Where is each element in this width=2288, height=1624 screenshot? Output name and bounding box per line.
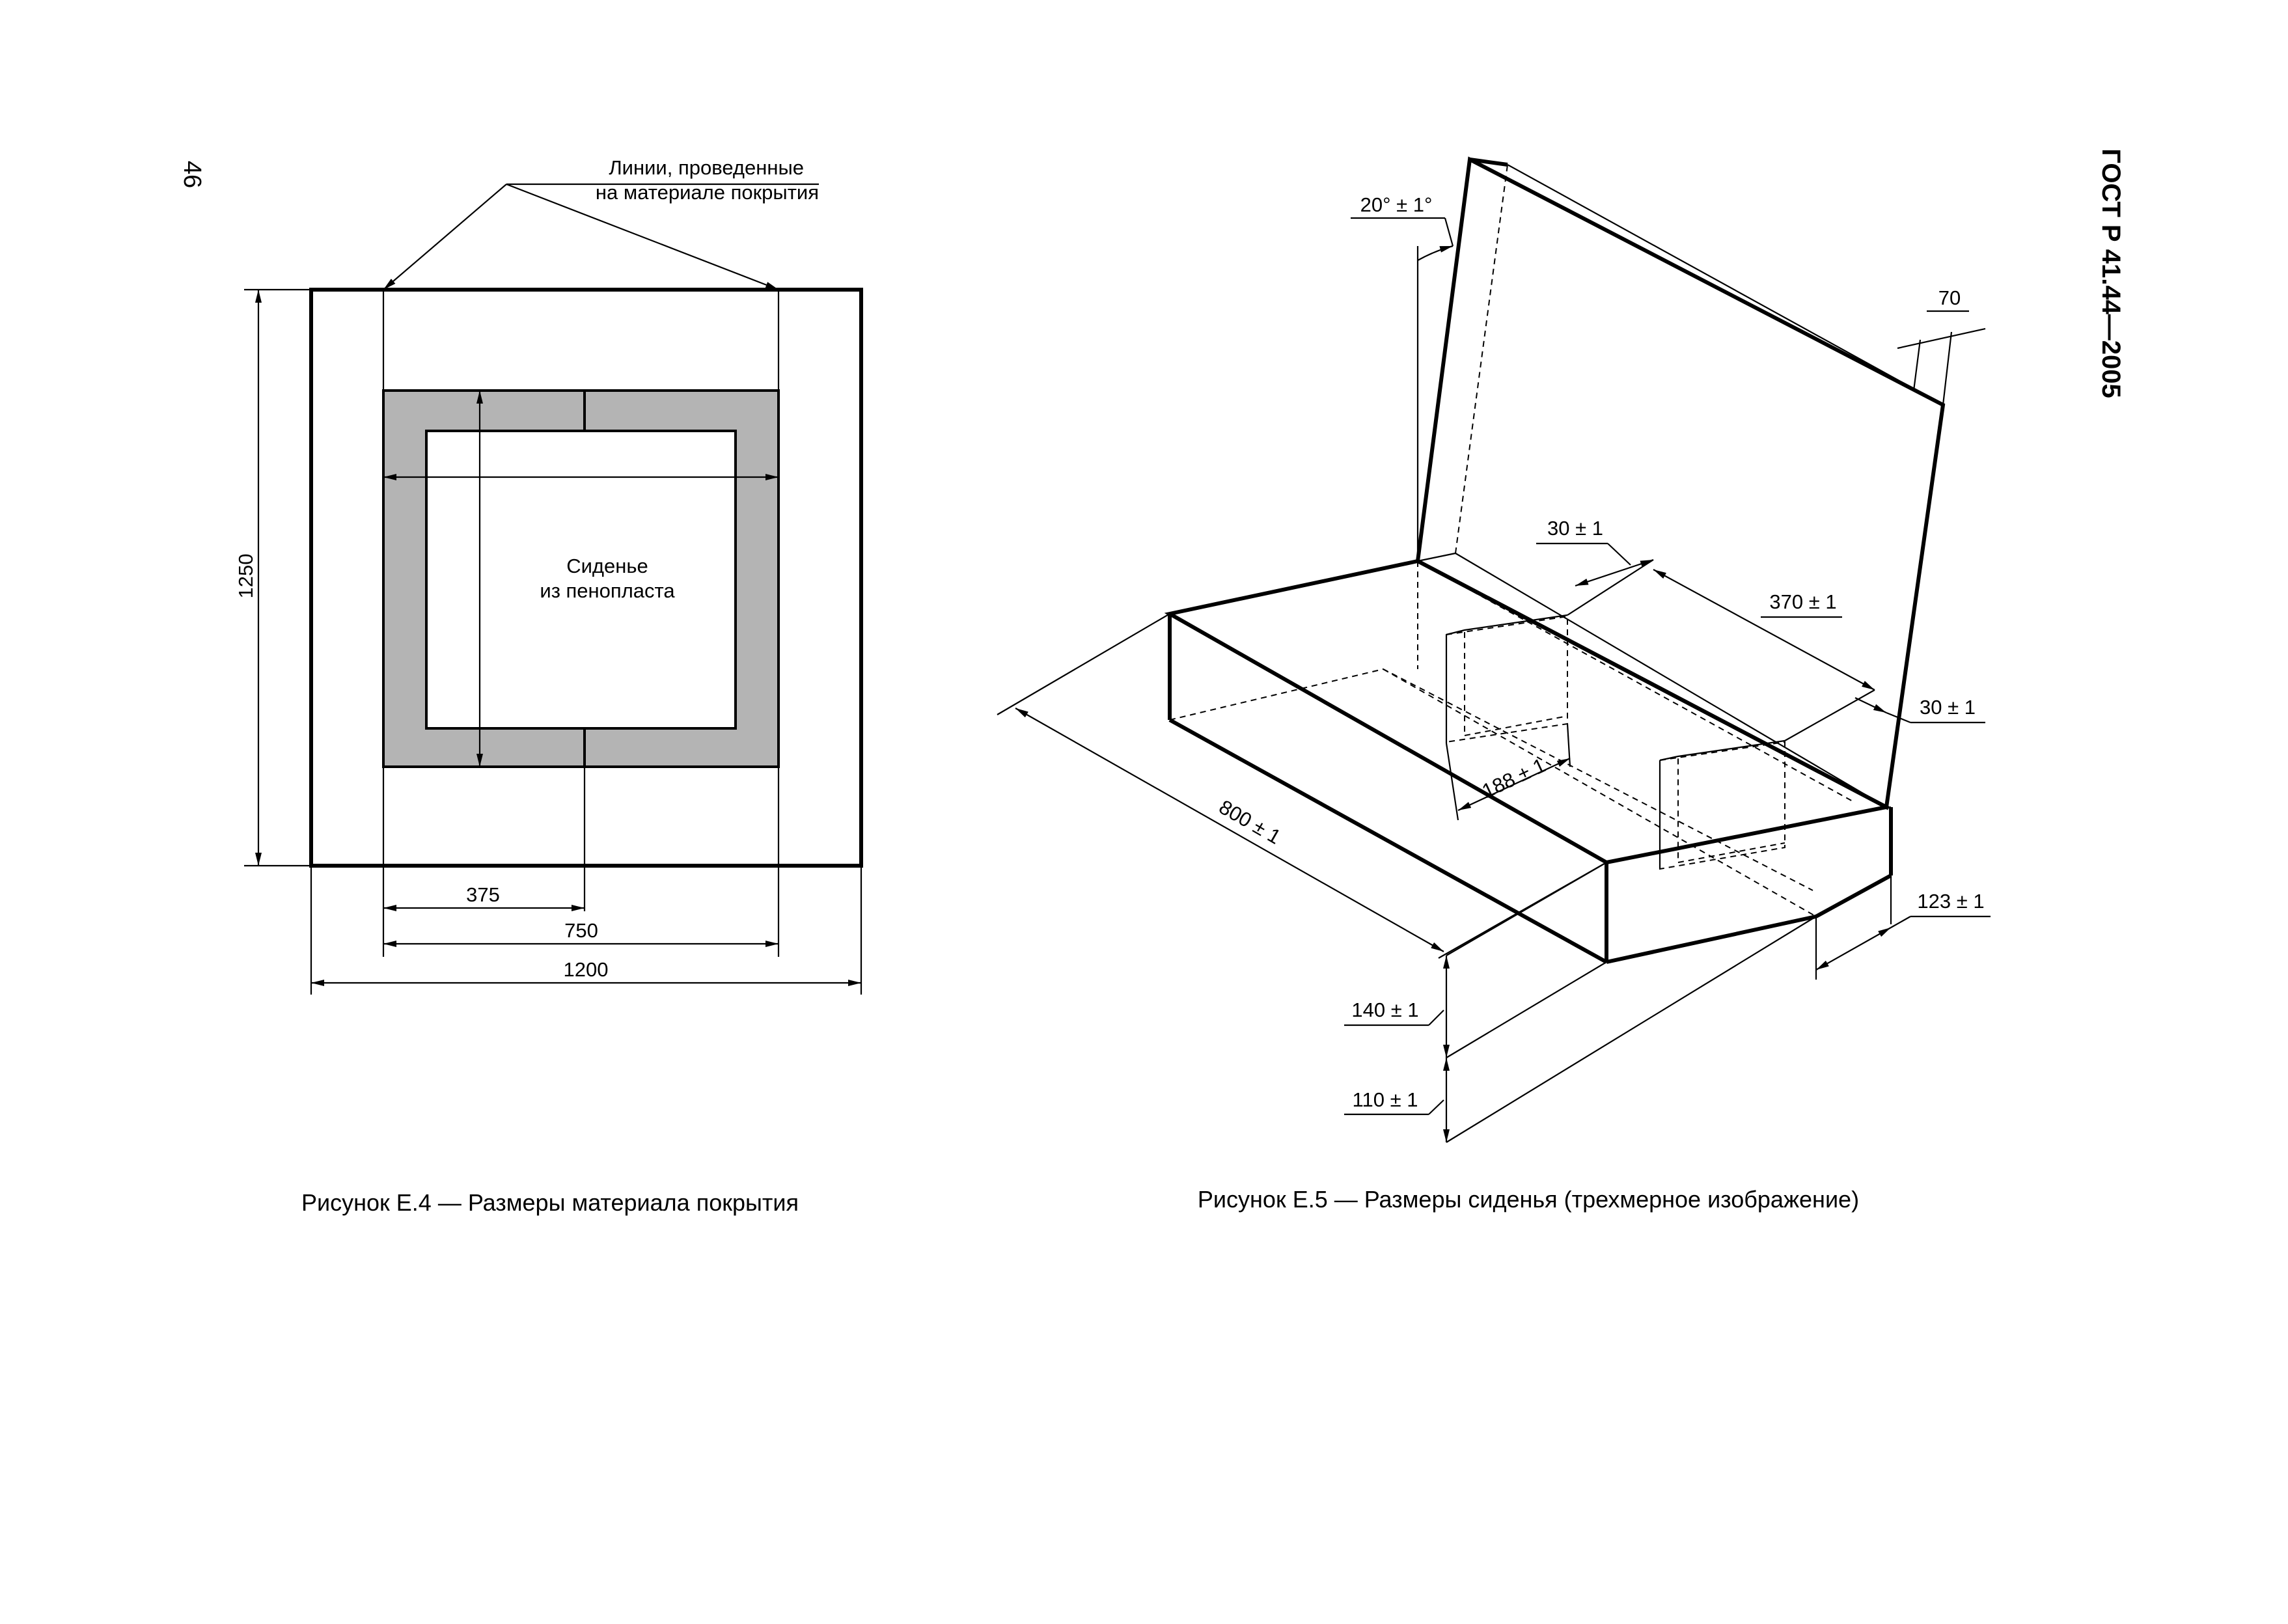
- figure-e4: Сиденье из пенопласта Линии, проведенные…: [234, 156, 863, 1216]
- seat-side-bottom: [1606, 915, 1817, 964]
- seat-label-line2: из пенопласта: [540, 579, 675, 602]
- angle-arc: [1417, 245, 1454, 261]
- leader-text-line1: Линии, проведенные: [609, 156, 804, 179]
- dim-total-label: 1200: [564, 958, 609, 981]
- figure-e5-caption: Рисунок Е.5 — Размеры сиденья (трехмерно…: [1198, 1186, 1859, 1213]
- thickness-ext: [1912, 339, 1922, 391]
- backrest-edge: [1507, 164, 1944, 406]
- seat-length-ext: [997, 613, 1170, 715]
- figure-e4-caption: Рисунок Е.4 — Размеры материала покрытия: [301, 1189, 799, 1216]
- figure-e5: 20° ± 1° 70 30 ± 1 370 ± 1 30 ± 1 188 ± …: [997, 156, 1991, 1213]
- seat-label-line1: Сиденье: [566, 555, 648, 577]
- angle-leader: [1444, 217, 1454, 247]
- height-ext: [1446, 961, 1607, 1058]
- thickness-label: 70: [1938, 286, 1961, 309]
- seat-hidden-line: [1383, 668, 1817, 917]
- block-width-dim: [1575, 558, 1654, 587]
- dim-inner-label: 750: [564, 919, 598, 942]
- seat-back-bottom: [1815, 874, 1892, 918]
- block-width-right-dim: [1854, 697, 1887, 713]
- block-spacing-label: 370 ± 1: [1769, 590, 1836, 613]
- seat-bottom-edge: [1168, 718, 1608, 964]
- block-right-hidden: [1659, 741, 1785, 870]
- height-ext: [1446, 862, 1607, 956]
- dim-half-label: 375: [466, 883, 500, 906]
- block-depth-ext: [1445, 743, 1459, 821]
- backrest-inner-edge: [1417, 552, 1456, 562]
- block-depth-dim: [1457, 758, 1571, 811]
- back-offset-label: 123 ± 1: [1917, 890, 1984, 913]
- block-right-visible: [1659, 739, 1785, 762]
- seat-length-dim: [1015, 708, 1444, 952]
- block-width-right-label: 30 ± 1: [1920, 696, 1976, 719]
- leader-arrow-right: [506, 183, 779, 291]
- dim-height-label: 1250: [234, 554, 257, 599]
- block-right-hidden: [1659, 755, 1679, 862]
- block-left-hidden: [1464, 715, 1568, 736]
- backrest-edge: [1469, 158, 1508, 167]
- base-height-leader: [1428, 1099, 1444, 1115]
- height-ext: [1446, 916, 1817, 1143]
- thickness-ext: [1942, 331, 1953, 406]
- block-ext: [1567, 559, 1654, 616]
- base-height-label: 110 ± 1: [1353, 1088, 1418, 1111]
- angle-label: 20° ± 1°: [1360, 193, 1433, 216]
- block-depth-label: 188 ± 1: [1478, 754, 1549, 803]
- backrest-hidden-edge: [1455, 164, 1508, 554]
- block-width-top-label: 30 ± 1: [1547, 517, 1603, 540]
- block-depth-ext: [1566, 723, 1571, 767]
- thickness-dim: [1897, 327, 1986, 350]
- block-spacing-dim: [1653, 569, 1875, 691]
- back-offset-dim: [1815, 927, 1892, 970]
- front-height-leader: [1428, 1010, 1444, 1026]
- front-height-label: 140 ± 1: [1351, 998, 1418, 1021]
- standard-designation: ГОСТ Р 41.44—2005: [2097, 148, 2125, 398]
- seat-side-top: [1606, 806, 1892, 864]
- leader-arrow-left: [383, 184, 507, 290]
- back-offset-leader: [1890, 916, 1911, 928]
- block-ext: [1784, 689, 1875, 741]
- block-width-right-leader: [1886, 711, 1911, 724]
- block-right-hidden: [1677, 842, 1785, 863]
- cover-material-outline: [309, 288, 863, 868]
- leader-text-line2: на материале покрытия: [596, 181, 819, 204]
- backrest-outline: [1415, 156, 1946, 810]
- block-left-visible: [1446, 614, 1568, 636]
- block-left-hidden: [1446, 629, 1465, 736]
- block-width-leader: [1607, 543, 1631, 566]
- page-number: 46: [178, 161, 206, 188]
